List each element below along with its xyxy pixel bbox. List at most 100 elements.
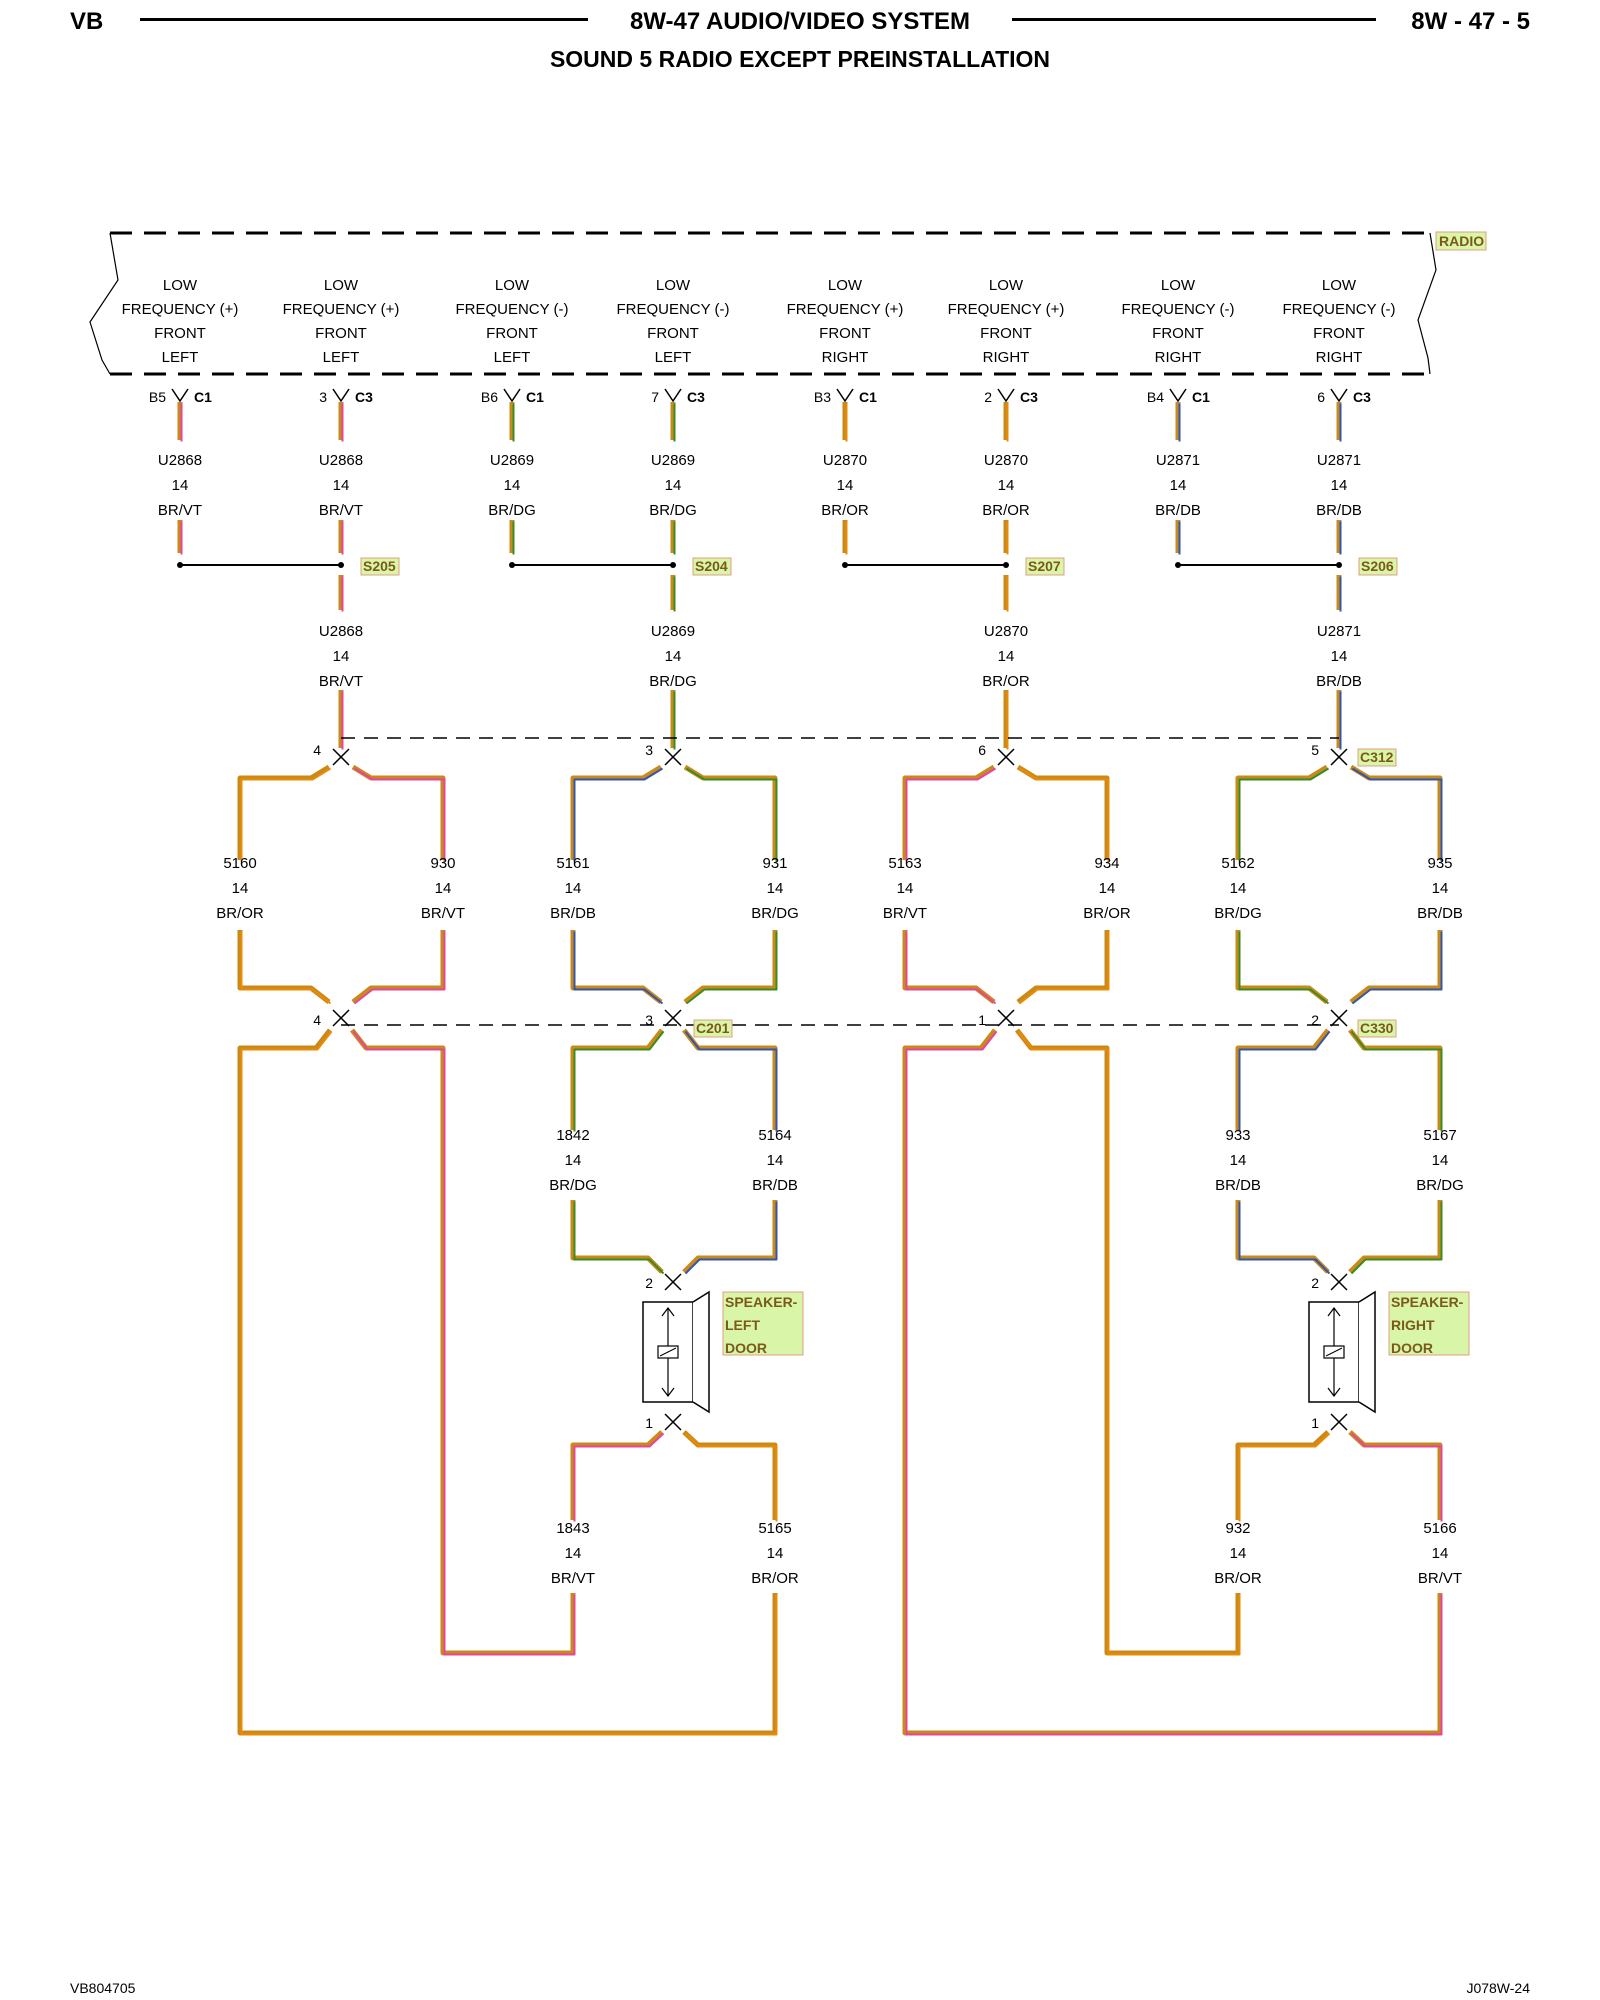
door-left-upper-b-label-number: 5164 (758, 1127, 791, 1144)
wire-stripe (573, 767, 664, 862)
wire-stripe (573, 1030, 665, 1132)
splice-wire-top (1003, 575, 1009, 612)
speaker-terminal-top (664, 1273, 682, 1291)
splice-wire-label-gauge: 14 (333, 648, 350, 665)
splice-wire-label-number: U2870 (984, 623, 1028, 640)
c312-wire-left-label-gauge: 14 (897, 880, 914, 897)
c312-cavity-number: 4 (313, 742, 321, 758)
speaker-terminal-bottom (1330, 1413, 1348, 1431)
c312-wire-right-upper (683, 764, 778, 862)
pin-desc-line4: LEFT (323, 349, 360, 366)
door-left-upper-a-down (570, 1200, 665, 1275)
pin-connector: C1 (859, 389, 877, 405)
pin-desc-line4: RIGHT (822, 349, 869, 366)
pin-desc-line3: FRONT (486, 325, 538, 342)
splice-wire-label-number: U2869 (651, 623, 695, 640)
c312-wire-right-label-gauge: 14 (767, 880, 784, 897)
pin-desc-line2: FREQUENCY (+) (122, 301, 239, 318)
splice-wire-label-number: U2868 (319, 623, 363, 640)
wire-base (570, 1430, 664, 1520)
door-right-upper-b-down (1348, 1200, 1443, 1275)
door-left-upper-b-label-gauge: 14 (767, 1152, 784, 1169)
c312-wire-left-label-color: BR/VT (883, 905, 927, 922)
radio-label: RADIO (1439, 233, 1484, 249)
pin-desc-line4: LEFT (655, 349, 692, 366)
c312-wire-left-label-gauge: 14 (1230, 880, 1247, 897)
loop-5160-to-5165 (237, 1028, 778, 1736)
door-left-lower-a (570, 1430, 665, 1522)
pin-desc-line2: FREQUENCY (+) (787, 301, 904, 318)
speaker-coil-mark (1325, 1347, 1343, 1357)
pin-wire-label-color: BR/DB (1155, 502, 1201, 519)
pin-desc-line3: FRONT (154, 325, 206, 342)
wire-stripe (573, 931, 664, 1005)
speaker-terminal-top (1330, 1273, 1348, 1291)
speaker-label-line2: LEFT (725, 1317, 760, 1333)
c312-wire-right-label-number: 935 (1427, 855, 1452, 872)
c312-wire-right-lower (683, 930, 778, 1005)
pin-wire-label-number: U2869 (490, 452, 534, 469)
splice-wire-bottom (1336, 690, 1342, 750)
wire-base (237, 764, 331, 860)
pin-wire-label-gauge: 14 (504, 477, 521, 494)
pin-desc-line4: LEFT (162, 349, 199, 366)
wire-stripe (353, 931, 446, 1005)
door-left-upper-a-label-number: 1842 (556, 1127, 589, 1144)
door-left-upper-b-down (682, 1200, 778, 1275)
splice-wire-label-color: BR/DB (1316, 673, 1362, 690)
speaker-pin-top: 2 (1311, 1275, 1319, 1291)
c312-wire-left-label-number: 5162 (1221, 855, 1254, 872)
header-vehicle-code: VB (70, 8, 104, 35)
speaker-label-line2: RIGHT (1391, 1317, 1435, 1333)
pin-desc-line1: LOW (495, 277, 530, 294)
splice-label-S207: S207 (1028, 558, 1061, 574)
speaker-label-line3: DOOR (1391, 1340, 1433, 1356)
c312-wire-right-upper (1016, 764, 1110, 862)
splice-dot (338, 562, 344, 568)
speaker-coil-mark (659, 1347, 677, 1357)
pin-desc-line4: LEFT (494, 349, 531, 366)
wire-stripe (905, 1030, 1443, 1736)
pin-terminal (997, 388, 1015, 403)
pin-desc-line2: FREQUENCY (-) (616, 301, 729, 318)
door-left-upper-a-label-color: BR/DG (549, 1177, 597, 1194)
c312-wire-left-upper (570, 764, 664, 862)
speaker-pin-top: 2 (645, 1275, 653, 1291)
door-connector-cavity-number: 4 (313, 1012, 321, 1028)
c312-label: C312 (1360, 749, 1394, 765)
c312-wire-right-label-gauge: 14 (435, 880, 452, 897)
door-right-lower-b-label-gauge: 14 (1432, 1545, 1449, 1562)
footer-ref-code: J078W-24 (1466, 1980, 1530, 1996)
door-left-lower-b-label-gauge: 14 (767, 1545, 784, 1562)
pin-wire-bottom (338, 520, 344, 555)
wire-base (902, 1028, 1443, 1736)
speaker-label-line1: SPEAKER- (725, 1294, 798, 1310)
speaker-cone (1358, 1290, 1376, 1414)
pin-desc-line2: FREQUENCY (+) (283, 301, 400, 318)
pin-connector: C1 (526, 389, 544, 405)
speaker-label-box (722, 1291, 804, 1356)
wire-stripe (1238, 767, 1330, 862)
c312-wire-left-label-number: 5163 (888, 855, 921, 872)
wire-base (351, 930, 446, 1004)
pin-desc-line3: FRONT (315, 325, 367, 342)
wire-base (1349, 930, 1443, 1004)
c312-wire-left-upper (1235, 764, 1330, 862)
pin-wire-label-gauge: 14 (172, 477, 189, 494)
wire-stripe (1238, 1432, 1331, 1522)
pin-cavity: B3 (814, 389, 831, 405)
splice-label-S205: S205 (363, 558, 396, 574)
pin-desc-line1: LOW (656, 277, 691, 294)
c312-label-box (1357, 748, 1397, 767)
pin-terminal (171, 388, 189, 403)
pin-wire-top (177, 402, 183, 442)
c312-wire-right-label-gauge: 14 (1099, 880, 1116, 897)
pin-wire-label-number: U2869 (651, 452, 695, 469)
wire-stripe (684, 1030, 778, 1132)
speaker-label-line1: SPEAKER- (1391, 1294, 1464, 1310)
wire-base (1235, 1200, 1330, 1274)
pin-wire-top (842, 402, 848, 442)
c312-cavity-number: 5 (1311, 742, 1319, 758)
pin-wire-label-number: U2870 (823, 452, 867, 469)
wire-stripe (1238, 1030, 1331, 1132)
